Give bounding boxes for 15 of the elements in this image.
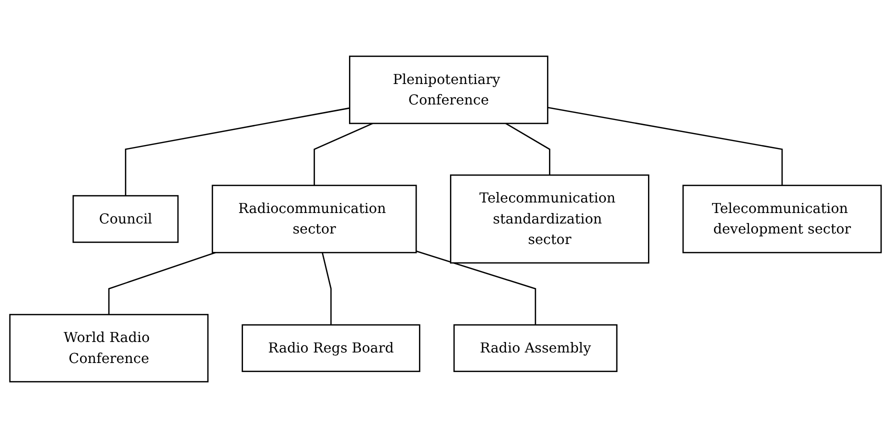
connector-line bbox=[416, 250, 536, 324]
connector-line bbox=[505, 122, 550, 175]
org-box: Radio Assembly bbox=[453, 324, 618, 372]
connector-line bbox=[108, 251, 216, 314]
org-box: World Radio Conference bbox=[9, 313, 209, 382]
org-box: Plenipotentiary Conference bbox=[349, 55, 548, 124]
org-box: Telecommunication development sector bbox=[682, 184, 882, 253]
connector-line bbox=[548, 106, 783, 185]
org-box: Council bbox=[72, 194, 179, 242]
org-box: Telecommunication standardization sector bbox=[450, 174, 650, 264]
org-box: Radio Regs Board bbox=[242, 324, 420, 372]
connector-line bbox=[124, 106, 350, 196]
org-box: Radiocommunication sector bbox=[212, 184, 417, 253]
connector-line bbox=[322, 252, 332, 324]
connector-line bbox=[314, 122, 373, 185]
